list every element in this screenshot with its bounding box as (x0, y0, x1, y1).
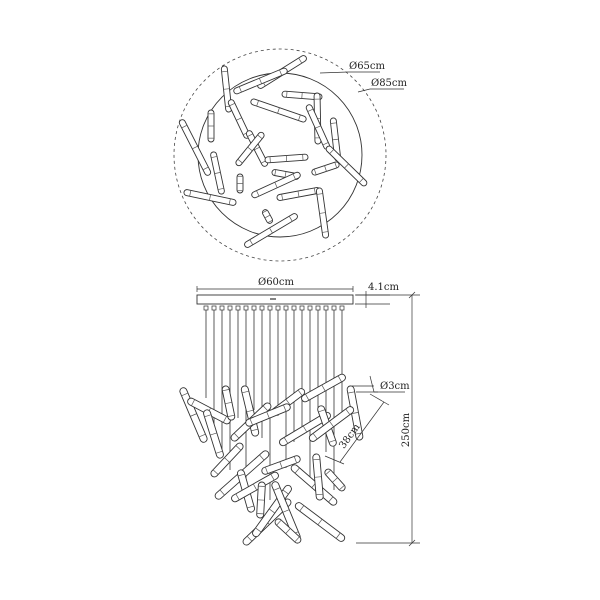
side-tube (290, 464, 338, 506)
top-tube (261, 209, 274, 224)
top-tube (244, 213, 298, 248)
wire-anchor (291, 305, 297, 311)
total-height-label: 250cm (401, 412, 412, 447)
top-tube (250, 98, 307, 123)
tube-length-ext-top (369, 393, 390, 406)
wire-anchor (323, 305, 329, 311)
wire-anchor (299, 305, 305, 311)
total-height-tick-bottom (408, 539, 416, 547)
wire-anchor (331, 305, 337, 311)
wire-anchor (315, 305, 321, 311)
tube-length-dimension (339, 401, 385, 463)
side-tube (210, 442, 244, 478)
top-tube (183, 189, 237, 206)
outer-diameter-label: Ø85cm (371, 78, 408, 89)
leader-inner (319, 71, 349, 74)
side-view: Ø60cm 4.1cm 250cm Ø3cm 38cm (179, 277, 420, 547)
wire-anchor (203, 305, 209, 311)
side-tube (179, 387, 208, 443)
side-tube (294, 502, 346, 542)
side-tube (301, 373, 346, 403)
wire-anchor (227, 305, 233, 311)
wire-anchor (211, 305, 217, 311)
inner-diameter-label: Ø65cm (349, 61, 386, 72)
side-tube (261, 455, 301, 475)
tube-diameter-leader (369, 375, 375, 393)
wire-anchor (283, 305, 289, 311)
top-tube (264, 153, 309, 164)
top-tube (315, 187, 330, 239)
side-tube (203, 409, 224, 459)
top-tube (311, 161, 340, 176)
wire-anchor (307, 305, 313, 311)
top-tube (251, 171, 301, 199)
leader-outer (357, 88, 371, 93)
top-tube (245, 130, 269, 167)
side-tube (308, 406, 355, 442)
tube-length-ext-bottom (324, 455, 345, 465)
side-view-tubes (179, 373, 364, 546)
top-tube (325, 145, 368, 187)
top-view-tubes (178, 55, 368, 248)
wire-anchor (339, 305, 345, 311)
outer-diameter-circle (173, 48, 387, 262)
wire-anchor (243, 305, 249, 311)
top-tube (276, 187, 321, 201)
top-tube (207, 109, 215, 143)
total-height-tick-top (408, 291, 416, 299)
wire-anchor (235, 305, 241, 311)
side-tube (312, 453, 324, 501)
side-tube (274, 518, 302, 544)
tube-diameter-label: Ø3cm (380, 381, 410, 392)
side-tube (231, 471, 279, 503)
top-tube (235, 131, 265, 167)
canopy-height-label: 4.1cm (368, 282, 400, 293)
side-tube (245, 403, 291, 427)
top-view: Ø65cm Ø85cm (173, 48, 408, 262)
top-tube (210, 151, 225, 195)
side-tube (324, 468, 346, 492)
top-tube (178, 119, 212, 176)
top-tube (236, 173, 244, 194)
side-tube (221, 385, 236, 421)
side-tube (256, 481, 266, 519)
canopy-diameter-label: Ø60cm (258, 277, 295, 288)
wire-anchor (251, 305, 257, 311)
wire-anchor (267, 305, 273, 311)
wire-anchor (219, 305, 225, 311)
top-tube (233, 67, 288, 95)
wire-anchor (259, 305, 265, 311)
wire-anchor (275, 305, 281, 311)
